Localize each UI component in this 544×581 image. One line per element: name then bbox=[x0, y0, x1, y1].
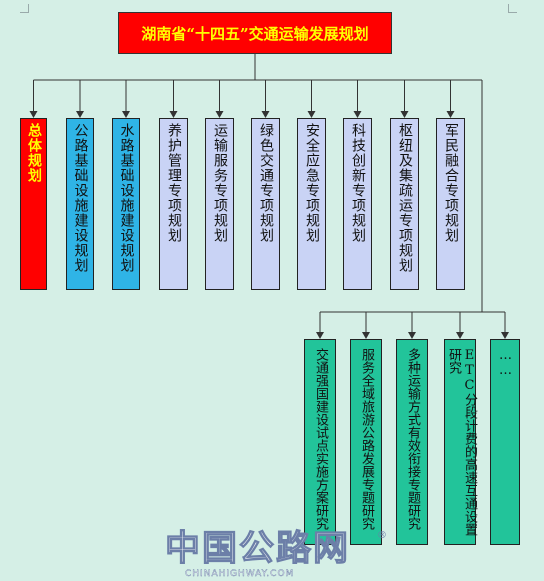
plan-box-label: 总体规划 bbox=[26, 123, 42, 183]
plan-title-text: 湖南省“十四五”交通运输发展规划 bbox=[141, 24, 369, 43]
study-arrow-head-2 bbox=[362, 332, 370, 339]
study-box-label: 服务全域旅游公路发展专题研究 bbox=[359, 348, 374, 530]
study-box-2: 服务全域旅游公路发展专题研究 bbox=[350, 339, 382, 545]
plan-box-label: 养护管理专项规划 bbox=[166, 123, 182, 243]
arrow-head-8 bbox=[353, 111, 362, 118]
study-arrow-head-1 bbox=[316, 332, 324, 339]
arrow-head-6 bbox=[261, 111, 270, 118]
plan-box-5: 运输服务专项规划 bbox=[205, 118, 234, 290]
arrow-head-10 bbox=[446, 111, 455, 118]
plan-box-label: 安全应急专项规划 bbox=[304, 123, 320, 243]
arrow-head-5 bbox=[215, 111, 224, 118]
study-box-label: 多种运输方式有效衔接专题研究 bbox=[405, 348, 420, 530]
plan-box-label: 枢纽及集疏运专项规划 bbox=[397, 123, 413, 273]
plan-box-3: 水路基础设施建设规划 bbox=[112, 118, 140, 290]
watermark-sub: CHINAHIGHWAY.COM bbox=[185, 569, 295, 579]
plan-box-8: 科技创新专项规划 bbox=[343, 118, 372, 290]
plan-box-label: 绿色交通专项规划 bbox=[258, 123, 274, 243]
arrow-head-3 bbox=[122, 111, 130, 118]
study-box-label: …… bbox=[498, 348, 513, 378]
plan-box-2: 公路基础设施建设规划 bbox=[66, 118, 94, 290]
study-box-1: 交通强国建设试点实施方案研究 bbox=[304, 339, 336, 545]
watermark-main: 中国公路网 bbox=[164, 528, 351, 569]
plan-box-label: 公路基础设施建设规划 bbox=[72, 123, 89, 273]
plan-title: 湖南省“十四五”交通运输发展规划 bbox=[118, 12, 392, 54]
study-arrow-head-3 bbox=[408, 332, 416, 339]
watermark-logo: 中国公路网 CHINAHIGHWAY.COM ® bbox=[164, 528, 395, 581]
arrow-head-4 bbox=[169, 111, 178, 118]
study-box-label: 交通强国建设试点实施方案研究 bbox=[313, 348, 328, 530]
study-arrow-head-5 bbox=[501, 332, 509, 339]
arrow-head-2 bbox=[76, 111, 84, 118]
plan-box-10: 军民融合专项规划 bbox=[436, 118, 465, 290]
plan-box-6: 绿色交通专项规划 bbox=[251, 118, 280, 290]
corner-mark-top-right bbox=[508, 4, 517, 13]
arrow-head-7 bbox=[307, 111, 316, 118]
arrow-head-9 bbox=[400, 111, 409, 118]
plan-box-label: 科技创新专项规划 bbox=[350, 123, 366, 243]
plan-box-label: 水路基础设施建设规划 bbox=[118, 123, 135, 273]
arrow-head-1 bbox=[29, 111, 38, 118]
plan-box-4: 养护管理专项规划 bbox=[159, 118, 188, 290]
corner-mark-top-left bbox=[20, 4, 29, 13]
study-box-5: …… bbox=[490, 339, 520, 545]
plan-box-label: 军民融合专项规划 bbox=[443, 123, 459, 243]
study-box-3: 多种运输方式有效衔接专题研究 bbox=[396, 339, 428, 545]
study-box-label: ETC分段计费的高速互通设置研究 bbox=[446, 348, 477, 536]
plan-box-1: 总体规划 bbox=[20, 118, 47, 290]
plan-box-7: 安全应急专项规划 bbox=[297, 118, 326, 290]
study-box-4: ETC分段计费的高速互通设置研究 bbox=[444, 339, 477, 545]
plan-box-label: 运输服务专项规划 bbox=[212, 123, 228, 243]
watermark-registered-mark: ® bbox=[377, 530, 387, 541]
plan-box-9: 枢纽及集疏运专项规划 bbox=[390, 118, 419, 290]
study-arrow-head-4 bbox=[456, 332, 464, 339]
